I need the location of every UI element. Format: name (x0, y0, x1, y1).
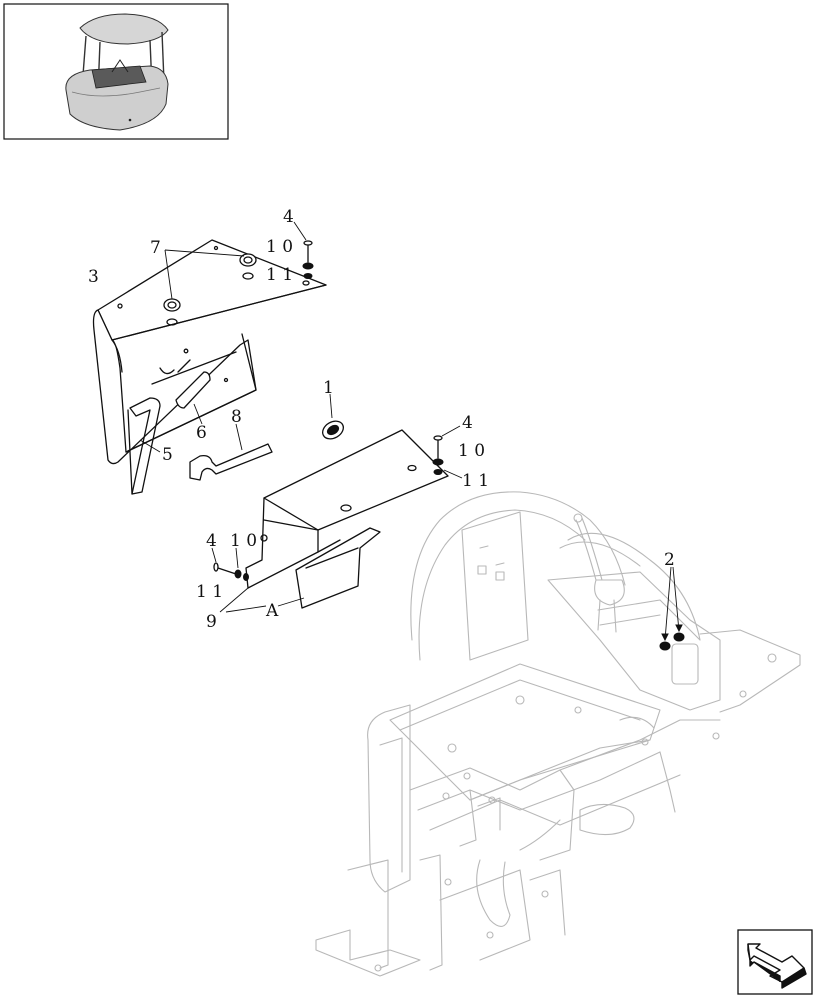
thumbnail-panel[interactable] (3, 3, 229, 140)
return-arrow-icon[interactable] (737, 929, 813, 995)
part-5-rod[interactable] (127, 397, 161, 495)
callout-4-middle: 4 (462, 413, 473, 433)
callout-2: 2 (664, 550, 675, 570)
fastener-set-lower[interactable] (211, 547, 249, 581)
callout-10-lower: 1 0 (230, 531, 257, 551)
part-7-grommets[interactable] (163, 249, 257, 312)
callout-10-middle: 1 0 (458, 441, 485, 461)
part-6-strip[interactable] (175, 371, 211, 425)
callout-7: 7 (150, 238, 161, 258)
machine-overview-icon (65, 13, 169, 131)
part-3-fender-cover[interactable] (92, 239, 327, 465)
callout-6: 6 (196, 423, 207, 443)
callout-4-lower: 4 (206, 531, 217, 551)
callout-labels: 4 7 1 0 1 1 3 1 8 6 5 4 1 0 1 1 4 1 0 1 … (88, 207, 675, 632)
part-1-grommet[interactable] (319, 393, 346, 442)
callout-4-top: 4 (283, 207, 294, 227)
leaders-9-A (219, 587, 305, 613)
fastener-set-top[interactable] (293, 221, 314, 279)
callout-8: 8 (231, 407, 242, 427)
callout-11-top: 1 1 (266, 265, 293, 285)
callout-A: A (265, 601, 279, 621)
callout-11-middle: 1 1 (462, 471, 489, 491)
callout-10-top: 1 0 (266, 237, 293, 257)
callout-1: 1 (323, 378, 334, 398)
callout-5: 5 (162, 445, 173, 465)
part-8-plate[interactable] (189, 423, 273, 481)
part-2-plugs[interactable] (659, 566, 685, 651)
fastener-set-middle[interactable] (432, 425, 463, 479)
machine-frame-ghost (315, 491, 801, 977)
part-9-floor-panel[interactable] (245, 429, 449, 609)
callout-11-lower: 1 1 (196, 582, 223, 602)
callout-9: 9 (206, 612, 217, 632)
callout-3: 3 (88, 267, 99, 287)
